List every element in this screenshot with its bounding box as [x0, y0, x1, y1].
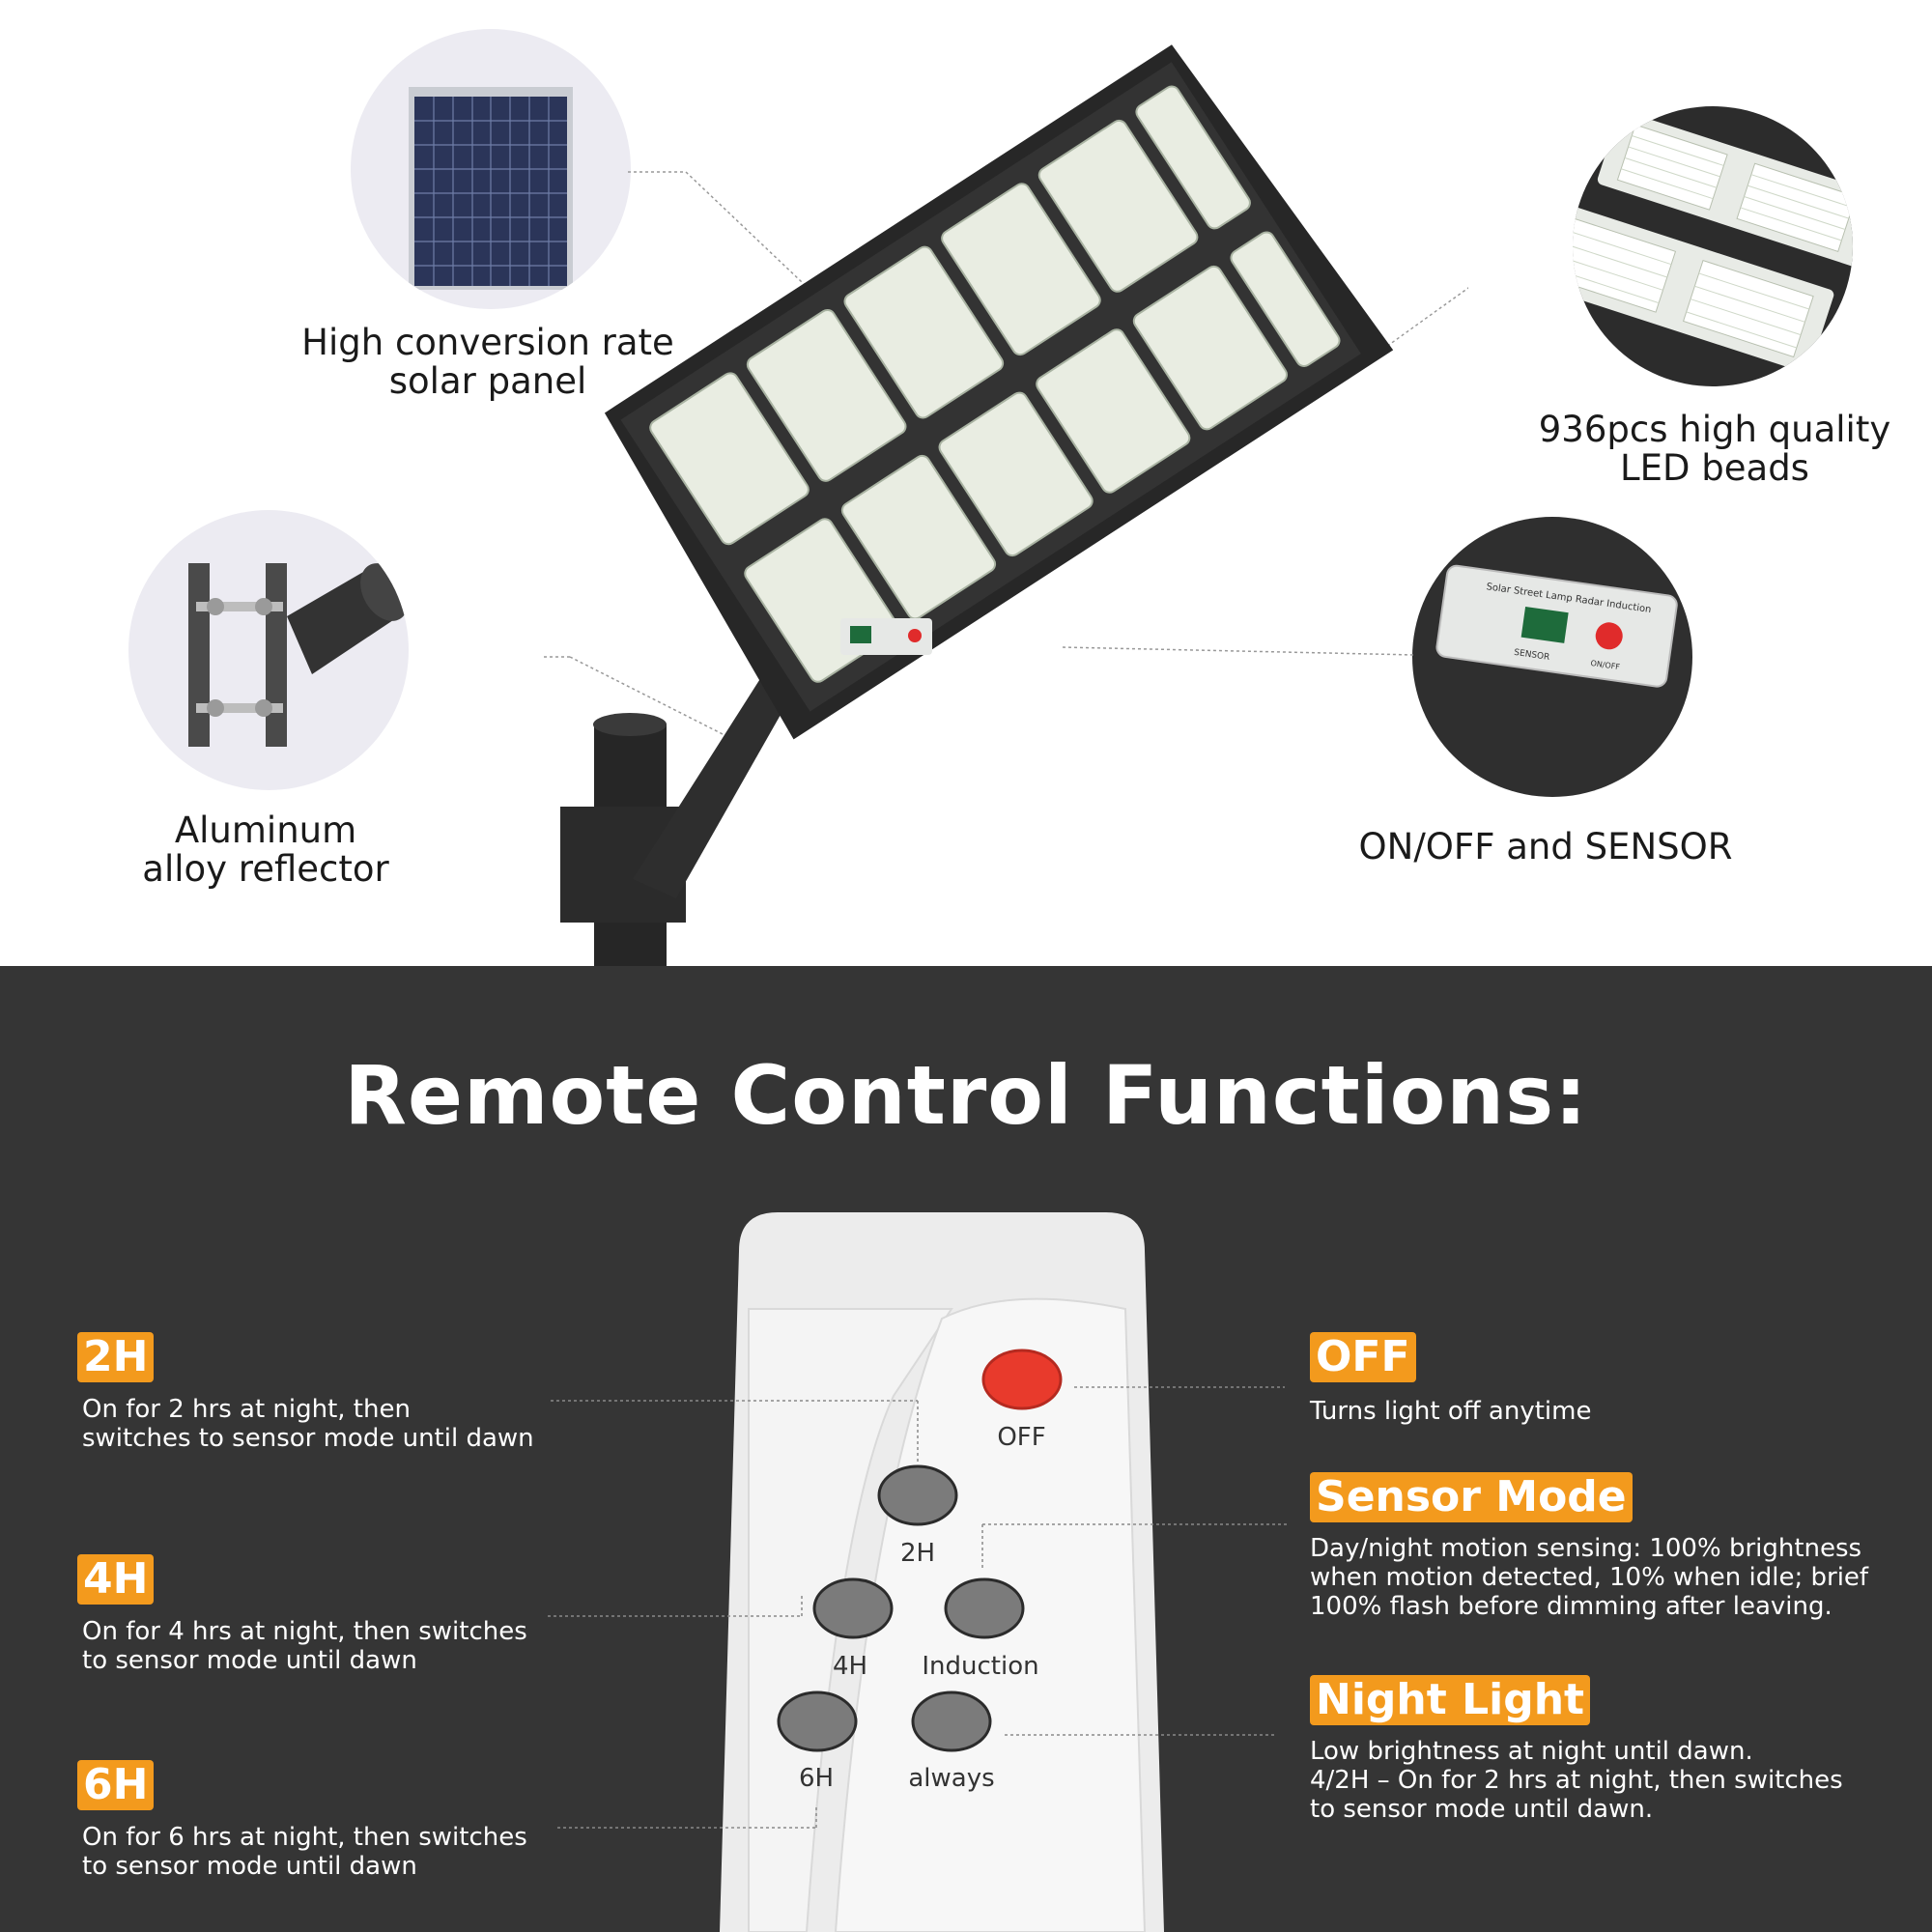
remote-control-illustration: [720, 1212, 1164, 1932]
mode-sensor-desc: Day/night motion sensing: 100% brightnes…: [1310, 1534, 1869, 1621]
switch-label: ON/OFF and SENSOR: [1358, 826, 1733, 867]
mode-sensor-tag: Sensor Mode: [1310, 1472, 1633, 1522]
mode-6h-tag: 6H: [77, 1760, 155, 1810]
remote-off-label: OFF: [997, 1423, 1046, 1452]
led-beads-label: 936pcs high quality LED beads: [1538, 409, 1891, 489]
remote-induction-label: Induction: [922, 1652, 1039, 1681]
mode-4h-desc: On for 4 hrs at night, then switches to …: [82, 1617, 527, 1675]
mode-2h-desc: On for 2 hrs at night, then switches to …: [82, 1395, 534, 1453]
solar-panel-image: [351, 29, 631, 309]
mode-off-tag: OFF: [1310, 1332, 1416, 1382]
mode-off-desc: Turns light off anytime: [1310, 1397, 1592, 1426]
mode-4h-tag: 4H: [77, 1554, 155, 1605]
switch-panel-image: Solar Street Lamp Radar Induction SENSOR…: [1412, 517, 1692, 797]
remote-2h-label: 2H: [899, 1539, 936, 1568]
switch-panel-onoff-label: ON/OFF: [1590, 659, 1621, 671]
led-beads-image: [1573, 106, 1853, 386]
mode-6h-desc: On for 6 hrs at night, then switches to …: [82, 1823, 527, 1881]
reflector-label: Aluminum alloy reflector: [142, 810, 389, 890]
mode-night-tag: Night Light: [1310, 1675, 1591, 1725]
remote-always-label: always: [908, 1764, 995, 1793]
street-lamp-illustration: [541, 44, 1468, 966]
remote-6h-label: 6H: [798, 1764, 835, 1793]
mode-2h-tag: 2H: [77, 1332, 155, 1382]
remote-4h-label: 4H: [832, 1652, 868, 1681]
solar-panel-label: High conversion rate solar panel: [301, 322, 674, 402]
product-features-section: High conversion rate solar panel Aluminu…: [128, 29, 1891, 966]
mode-night-desc: Low brightness at night until dawn. 4/2H…: [1310, 1737, 1843, 1824]
section-title: Remote Control Functions:: [344, 1048, 1588, 1143]
reflector-image: [128, 510, 409, 790]
remote-leader-lines: [548, 1386, 1287, 1829]
